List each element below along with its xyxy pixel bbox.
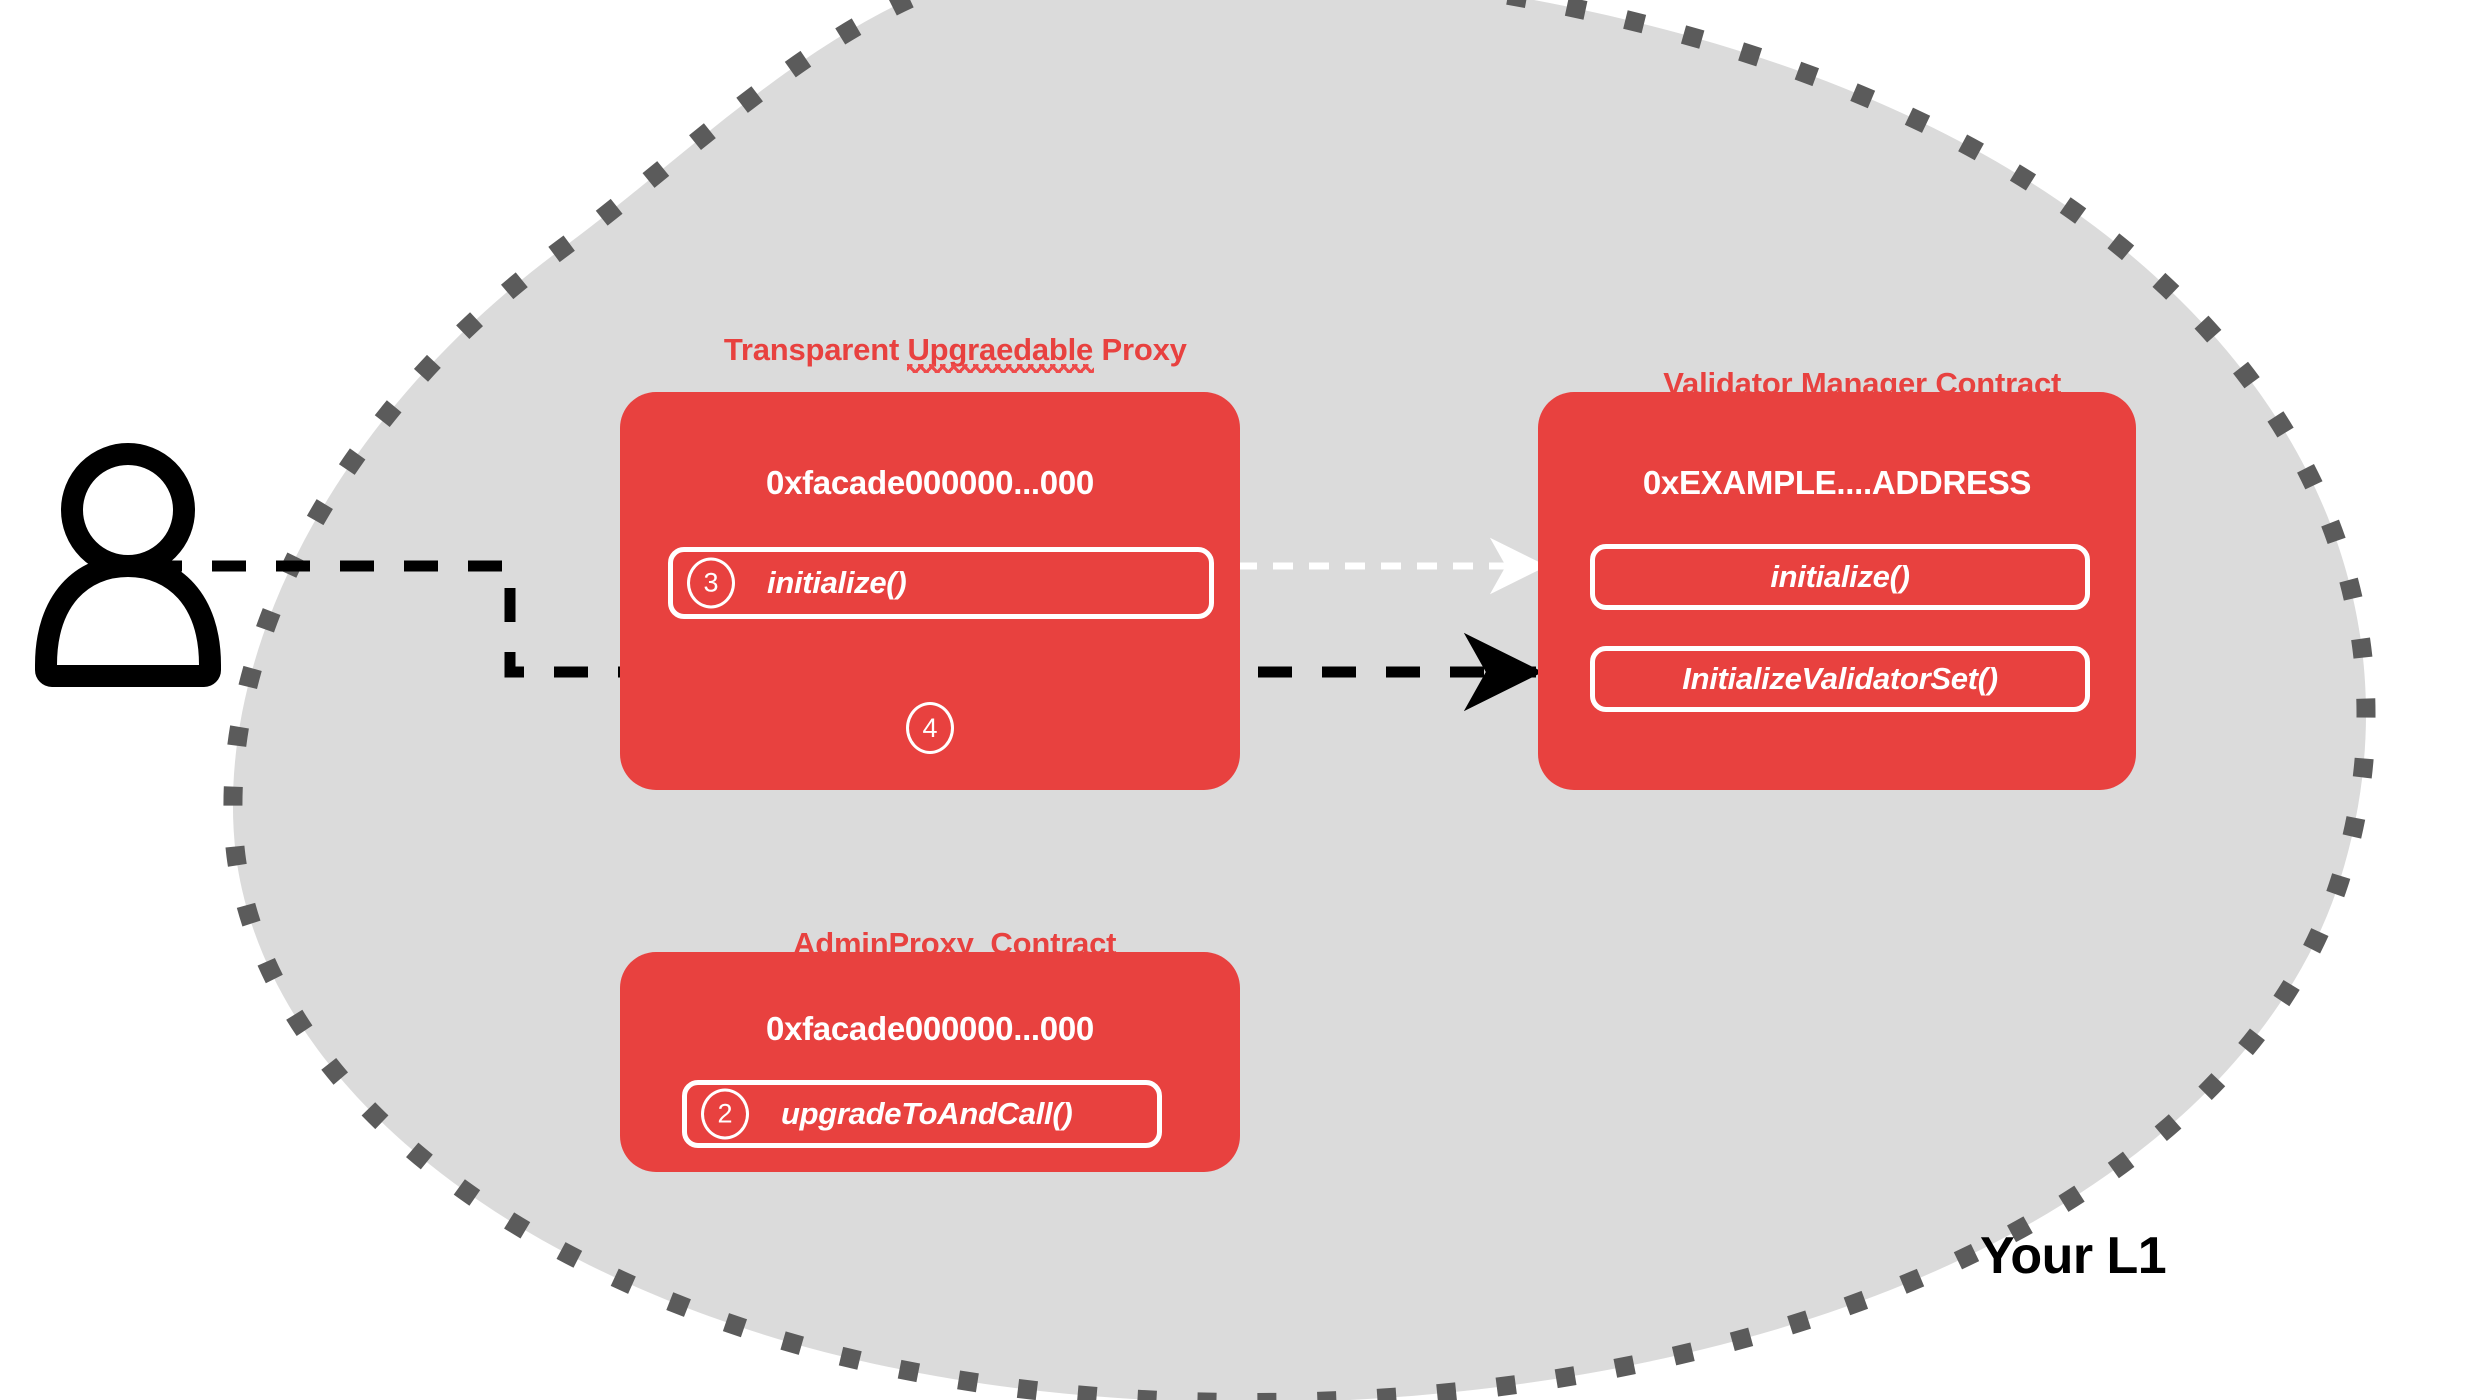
method-name-initialize-proxy: initialize() — [767, 565, 907, 600]
misspelled-word-upgraedable: Upgraedable — [906, 332, 1094, 374]
step-number-2: 2 — [701, 1088, 749, 1140]
step-number-3: 3 — [687, 557, 735, 609]
step-number-4: 4 — [906, 702, 954, 754]
contract-title-line1-part1: Transparent — [723, 332, 908, 368]
your-l1-label: Your L1 — [1980, 1227, 2167, 1285]
contract-address-validator-manager: 0xEXAMPLE....ADDRESS — [1642, 464, 2032, 501]
contract-card-validator-manager[interactable] — [1538, 392, 2136, 790]
method-pill-initialize-proxy[interactable]: 3 initialize() — [668, 547, 1214, 619]
method-pill-upgrade-to-and-call[interactable]: 2 upgradeToAndCall() — [682, 1080, 1162, 1148]
method-name-upgrade-to-and-call: upgradeToAndCall() — [781, 1096, 1073, 1131]
user-icon — [35, 443, 221, 687]
contract-admin-proxy[interactable]: AdminProxy Contract 0xfacade000000...000… — [620, 927, 1240, 1172]
contract-validator-manager[interactable]: Validator Manager Contract 0xEXAMPLE....… — [1538, 367, 2136, 790]
method-pill-initialize-vm[interactable]: initialize() — [1590, 544, 2090, 610]
step-number-4-label: 4 — [922, 712, 938, 743]
method-name-initialize-vm: initialize() — [1770, 559, 1910, 594]
contract-title-line1-part2: Proxy — [1093, 332, 1187, 368]
contract-address-admin-proxy: 0xfacade000000...000 — [766, 1010, 1094, 1047]
contract-address-transparent-proxy: 0xfacade000000...000 — [766, 464, 1094, 501]
method-pill-initialize-validator-set[interactable]: InitializeValidatorSet() — [1590, 646, 2090, 712]
method-name-initialize-validator-set: InitializeValidatorSet() — [1682, 661, 1998, 696]
